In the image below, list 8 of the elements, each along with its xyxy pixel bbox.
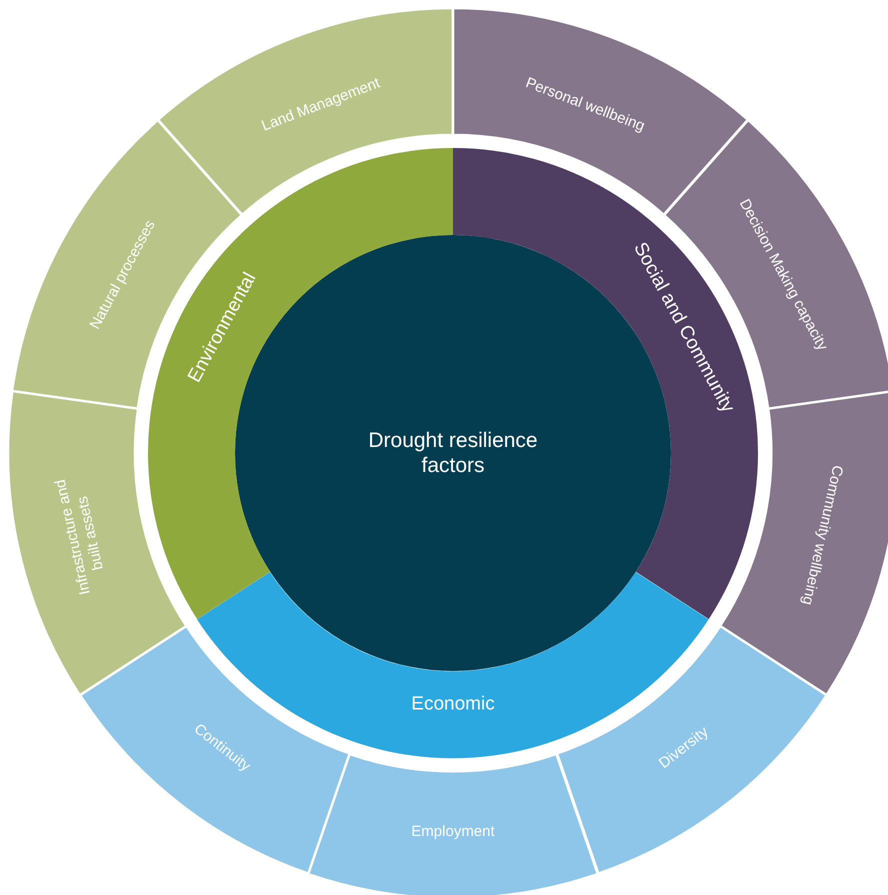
ring-segment (556, 626, 826, 874)
segment-label: Employment (410, 822, 496, 841)
ring-segment (158, 8, 453, 215)
center-title: Drought resilience factors (368, 428, 538, 478)
segment-label: Economic (410, 694, 496, 716)
ring-segment (8, 391, 186, 696)
ring-segment (80, 626, 350, 874)
ring-segment (308, 754, 598, 895)
